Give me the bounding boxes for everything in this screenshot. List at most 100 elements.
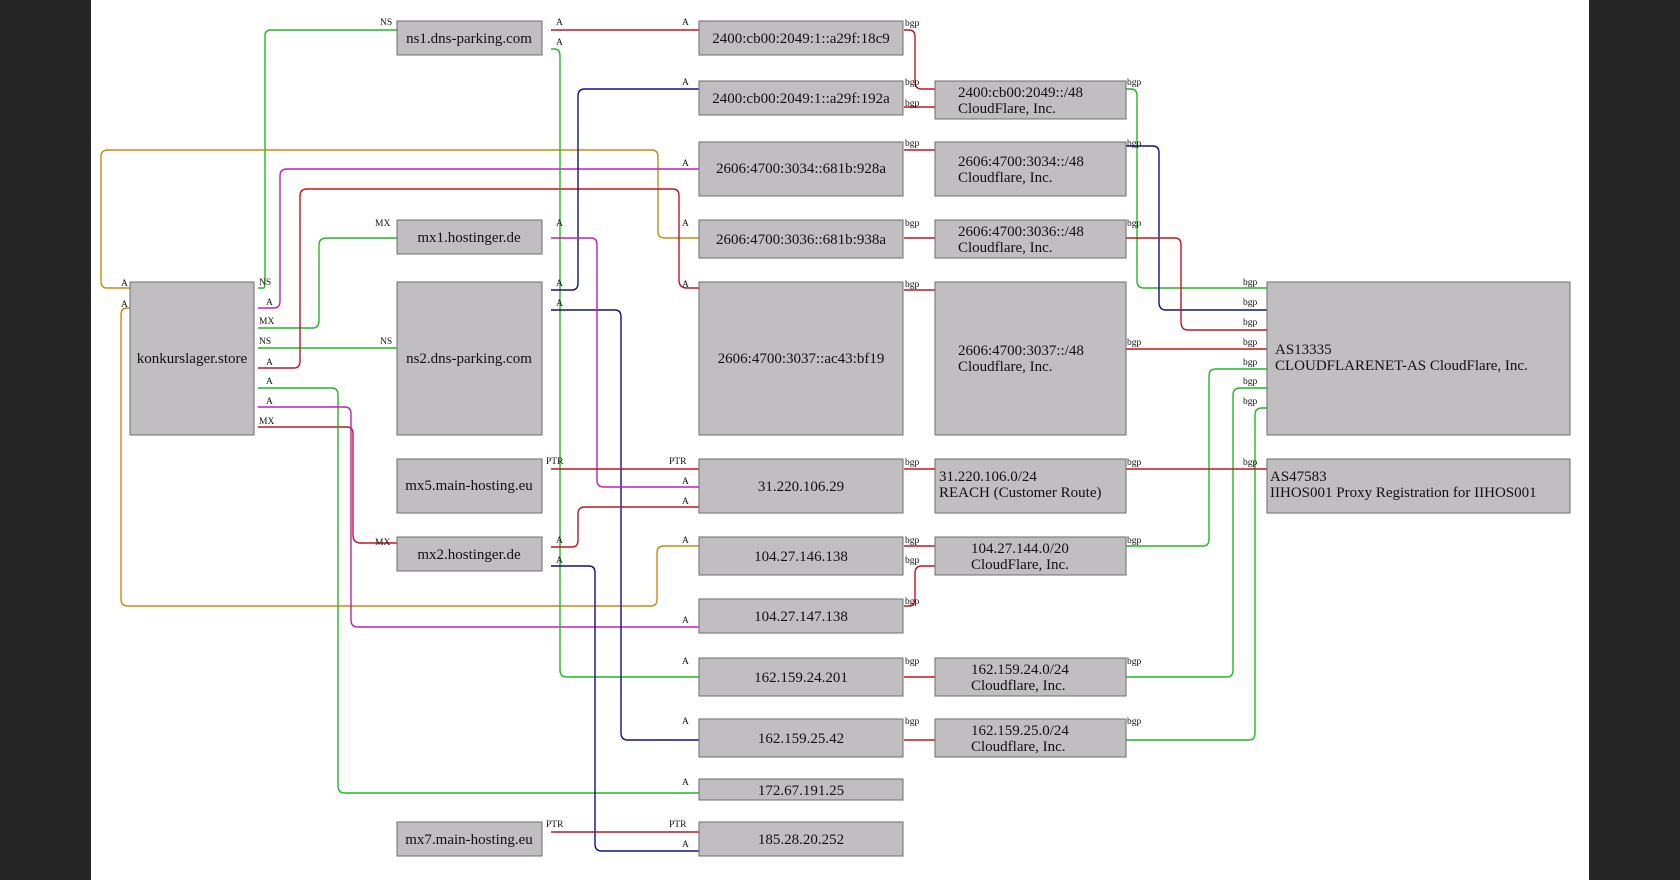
node-net-162-25-prefix: 162.159.25.0/24: [971, 723, 1069, 739]
edge-label-bgp: bgp: [905, 536, 920, 546]
node-net-104[interactable]: 104.27.144.0/20 CloudFlare, Inc.: [934, 536, 1127, 576]
node-mx5[interactable]: mx5.main-hosting.eu: [396, 458, 543, 514]
node-net-3034-owner: Cloudflare, Inc.: [958, 170, 1053, 186]
node-ip-162-24[interactable]: 162.159.24.201: [698, 657, 904, 697]
node-as47583-name: IIHOS001 Proxy Registration for IIHOS001: [1270, 485, 1537, 501]
edge-label-bgp: bgp: [1127, 139, 1142, 149]
node-mx5-label: mx5.main-hosting.eu: [405, 478, 533, 494]
node-net-2400-owner: CloudFlare, Inc.: [958, 101, 1056, 117]
edge-label-bgp: bgp: [1243, 278, 1258, 288]
node-net-162-24[interactable]: 162.159.24.0/24 Cloudflare, Inc.: [934, 657, 1127, 697]
node-net-2400-prefix: 2400:cb00:2049::/48: [958, 85, 1083, 101]
edge-a-172: [258, 387, 699, 794]
node-as13335[interactable]: AS13335 CLOUDFLARENET-AS CloudFlare, Inc…: [1266, 281, 1571, 436]
node-net-104-owner: CloudFlare, Inc.: [971, 557, 1069, 573]
edge-label-bgp: bgp: [1243, 298, 1258, 308]
edge-label-bgp: bgp: [905, 78, 920, 88]
node-net-31[interactable]: 31.220.106.0/24 REACH (Customer Route): [934, 458, 1127, 514]
node-ns2[interactable]: ns2.dns-parking.com: [396, 281, 543, 436]
edge-label-a: A: [682, 159, 689, 169]
node-ip-162-25-label: 162.159.25.42: [758, 731, 844, 747]
node-ip6-bf19[interactable]: 2606:4700:3037::ac43:bf19: [698, 281, 904, 436]
edge-bgp-net162-24-as: [1126, 387, 1267, 678]
edge-label-bgp: bgp: [1127, 338, 1142, 348]
node-net-162-25[interactable]: 162.159.25.0/24 Cloudflare, Inc.: [934, 718, 1127, 758]
edge-label-bgp: bgp: [905, 657, 920, 667]
edge-label-bgp: bgp: [905, 19, 920, 29]
edge-label-a: A: [682, 778, 689, 788]
dns-graph: NS NS NS NS MX MX MX MX A A A A A A A A …: [100, 18, 1571, 857]
edge-label-a: A: [556, 18, 563, 28]
edge-label-a: A: [682, 219, 689, 229]
edge-bgp-net2400-as: [1126, 88, 1267, 289]
node-ip6-928a[interactable]: 2606:4700:3034::681b:928a: [698, 141, 904, 197]
edge-label-mx: MX: [259, 317, 274, 327]
node-ip-104-146[interactable]: 104.27.146.138: [698, 536, 904, 576]
node-ip-185[interactable]: 185.28.20.252: [698, 821, 904, 857]
edge-label-bgp: bgp: [905, 556, 920, 566]
node-ip6-192a-label: 2400:cb00:2049:1::a29f:192a: [712, 91, 890, 107]
node-as47583[interactable]: AS47583 IIHOS001 Proxy Registration for …: [1266, 458, 1571, 514]
node-net-2400[interactable]: 2400:cb00:2049::/48 CloudFlare, Inc.: [934, 80, 1127, 120]
node-mx2-label: mx2.hostinger.de: [417, 547, 521, 563]
node-mx7[interactable]: mx7.main-hosting.eu: [396, 821, 543, 857]
edge-label-ptr: PTR: [669, 820, 687, 830]
edge-label-a: A: [682, 280, 689, 290]
node-ip6-938a[interactable]: 2606:4700:3036::681b:938a: [698, 219, 904, 259]
node-ip6-18c9[interactable]: 2400:cb00:2049:1::a29f:18c9: [698, 20, 904, 56]
edge-label-a: A: [682, 477, 689, 487]
node-ip-104-147[interactable]: 104.27.147.138: [698, 598, 904, 634]
node-net-3037[interactable]: 2606:4700:3037::/48 Cloudflare, Inc.: [934, 281, 1127, 436]
edge-label-a: A: [266, 377, 273, 387]
node-mx1[interactable]: mx1.hostinger.de: [396, 219, 543, 255]
edge-bgp-18c9: [904, 29, 935, 90]
node-ip-162-25[interactable]: 162.159.25.42: [698, 718, 904, 758]
edge-a-928a: [258, 168, 699, 309]
node-ns1[interactable]: ns1.dns-parking.com: [396, 20, 543, 56]
node-mx7-label: mx7.main-hosting.eu: [405, 832, 533, 848]
edge-label-bgp: bgp: [1243, 377, 1258, 387]
node-domain[interactable]: konkurslager.store: [129, 281, 255, 436]
edge-label-ptr: PTR: [546, 820, 564, 830]
edge-label-a: A: [682, 657, 689, 667]
edge-label-bgp: bgp: [1127, 657, 1142, 667]
edge-a-938a: [100, 149, 699, 289]
edge-label-ptr: PTR: [546, 457, 564, 467]
edge-label-bgp: bgp: [1127, 219, 1142, 229]
node-net-3034-prefix: 2606:4700:3034::/48: [958, 154, 1084, 170]
edge-label-bgp: bgp: [1127, 536, 1142, 546]
edge-a-104-147: [258, 406, 699, 628]
node-as47583-asn: AS47583: [1270, 469, 1327, 485]
node-ip-31[interactable]: 31.220.106.29: [698, 458, 904, 514]
node-domain-label: konkurslager.store: [137, 351, 248, 367]
edge-label-ns: NS: [380, 18, 392, 28]
edge-label-bgp: bgp: [1127, 717, 1142, 727]
edge-bgp-net104-as: [1126, 368, 1267, 547]
edge-label-a: A: [682, 717, 689, 727]
edge-label-a: A: [682, 840, 689, 850]
node-net-104-prefix: 104.27.144.0/20: [971, 541, 1069, 557]
edge-ns-ns1: [258, 29, 397, 289]
edge-label-a: A: [121, 279, 128, 289]
node-ip-172[interactable]: 172.67.191.25: [698, 778, 904, 801]
node-net-31-prefix: 31.220.106.0/24: [939, 469, 1037, 485]
edge-a-mx1-31: [551, 237, 699, 488]
node-net-3037-owner: Cloudflare, Inc.: [958, 359, 1053, 375]
node-mx2[interactable]: mx2.hostinger.de: [396, 536, 543, 572]
node-ip6-bf19-label: 2606:4700:3037::ac43:bf19: [718, 351, 885, 367]
node-as13335-asn: AS13335: [1275, 342, 1332, 358]
edge-label-a: A: [556, 38, 563, 48]
edge-label-bgp: bgp: [1127, 78, 1142, 88]
edge-label-a: A: [266, 358, 273, 368]
node-ip-185-label: 185.28.20.252: [758, 832, 844, 848]
node-net-3037-prefix: 2606:4700:3037::/48: [958, 343, 1084, 359]
node-ip6-192a[interactable]: 2400:cb00:2049:1::a29f:192a: [698, 80, 904, 116]
node-net-3036[interactable]: 2606:4700:3036::/48 Cloudflare, Inc.: [934, 219, 1127, 259]
edge-label-bgp: bgp: [1243, 338, 1258, 348]
node-net-3034[interactable]: 2606:4700:3034::/48 Cloudflare, Inc.: [934, 141, 1127, 197]
node-net-162-24-owner: Cloudflare, Inc.: [971, 678, 1066, 694]
node-net-3036-owner: Cloudflare, Inc.: [958, 240, 1053, 256]
node-mx1-label: mx1.hostinger.de: [417, 230, 521, 246]
edge-a-bf19: [258, 188, 699, 369]
node-ip-172-label: 172.67.191.25: [758, 783, 844, 799]
